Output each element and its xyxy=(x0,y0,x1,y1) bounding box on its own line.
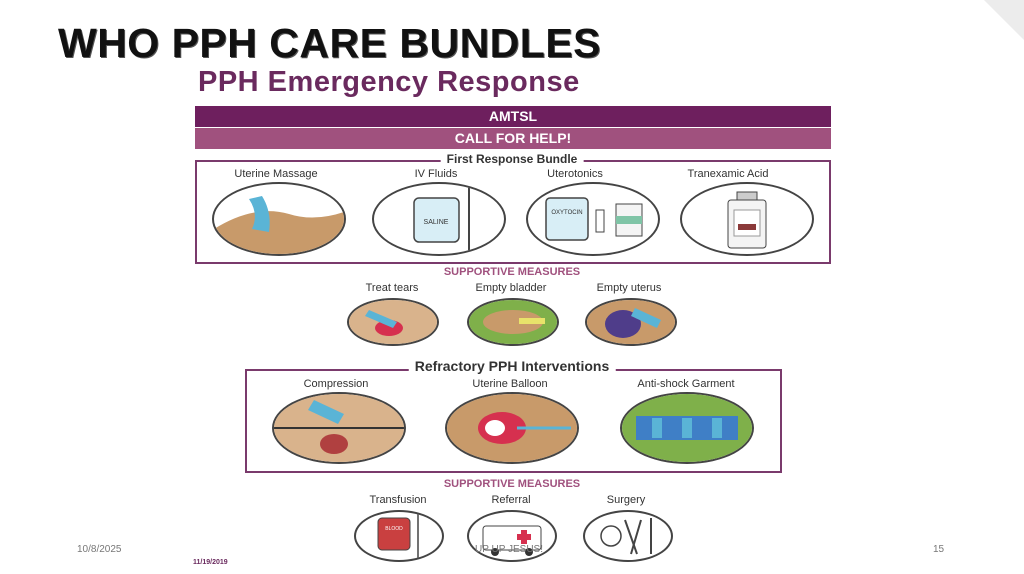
tranexamic-acid-icon xyxy=(680,182,814,256)
supportive-measures-1-label: SUPPORTIVE MEASURES xyxy=(443,266,581,278)
tranexamic-acid-label: Tranexamic Acid xyxy=(687,168,769,180)
footer-center-text: UP UP JESUS! xyxy=(475,544,543,555)
slide-title: WHO PPH CARE BUNDLES xyxy=(58,20,602,66)
iv-fluids-icon: SALINE xyxy=(372,182,506,256)
uterine-balloon-label: Uterine Balloon xyxy=(472,378,548,390)
svg-text:BLOOD: BLOOD xyxy=(385,526,403,532)
first-response-label: First Response Bundle xyxy=(440,152,584,166)
svg-text:OXYTOCIN: OXYTOCIN xyxy=(551,210,582,216)
page-number: 15 xyxy=(933,544,945,555)
amtsl-bar: AMTSL xyxy=(195,106,831,127)
refractory-label: Refractory PPH Interventions xyxy=(408,358,616,374)
call-for-help-bar: CALL FOR HELP! xyxy=(195,128,831,149)
uterine-balloon-icon xyxy=(445,392,579,464)
poster-title: PPH Emergency Response xyxy=(198,66,580,98)
uterine-massage-label: Uterine Massage xyxy=(234,168,318,180)
treat-tears-icon xyxy=(347,298,439,346)
slide-corner-decoration xyxy=(984,0,1024,40)
uterotonics-label: Uterotonics xyxy=(547,168,603,180)
empty-bladder-label: Empty bladder xyxy=(475,282,547,294)
empty-uterus-label: Empty uterus xyxy=(596,282,662,294)
surgery-label: Surgery xyxy=(606,494,646,506)
compression-label: Compression xyxy=(303,378,369,390)
pph-poster: PPH Emergency Response AMTSL CALL FOR HE… xyxy=(190,66,835,566)
anti-shock-garment-label: Anti-shock Garment xyxy=(637,378,735,390)
compression-icon xyxy=(272,392,406,464)
empty-uterus-icon xyxy=(585,298,677,346)
surgery-icon xyxy=(583,510,673,562)
transfusion-label: Transfusion xyxy=(369,494,427,506)
svg-text:SALINE: SALINE xyxy=(424,219,449,226)
empty-bladder-icon xyxy=(467,298,559,346)
iv-fluids-label: IV Fluids xyxy=(414,168,458,180)
footer-date: 10/8/2025 xyxy=(77,544,122,555)
treat-tears-label: Treat tears xyxy=(365,282,419,294)
referral-icon xyxy=(467,510,557,562)
poster-date: 11/19/2019 xyxy=(193,559,228,566)
anti-shock-garment-icon xyxy=(620,392,754,464)
uterotonics-icon: OXYTOCIN xyxy=(526,182,660,256)
referral-label: Referral xyxy=(491,494,531,506)
transfusion-icon: BLOOD xyxy=(354,510,444,562)
uterine-massage-icon xyxy=(212,182,346,256)
supportive-measures-2-label: SUPPORTIVE MEASURES xyxy=(443,478,581,490)
